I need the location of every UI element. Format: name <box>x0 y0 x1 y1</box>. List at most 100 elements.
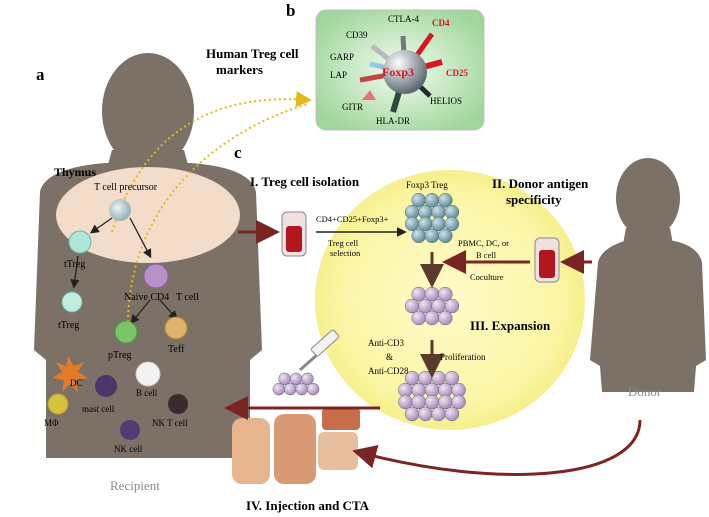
cluster-cell <box>431 370 446 386</box>
precursor-cell <box>109 199 131 221</box>
mast-cell-label: mast cell <box>82 404 115 414</box>
anti-cd28-label: Anti-CD28 <box>368 366 409 376</box>
panel-label-a: a <box>36 65 45 84</box>
macrophage-cell <box>47 393 69 415</box>
cluster-cell <box>444 216 460 232</box>
cluster-cell <box>444 406 460 422</box>
naive-cd4-label: Naive CD4 <box>124 292 169 303</box>
cluster-cell <box>438 310 453 326</box>
step-isolation: I. Treg cell isolation <box>250 174 360 189</box>
marker-lap: LAP <box>330 70 347 80</box>
expansion-cluster-small <box>404 286 460 326</box>
marker-cd39: CD39 <box>346 30 368 40</box>
cluster-cell <box>424 310 440 326</box>
thymus-label: Thymus <box>54 165 96 179</box>
cluster-cell <box>451 394 466 410</box>
injection-cluster <box>272 372 320 396</box>
teff-cell <box>164 316 188 340</box>
ampersand-label: & <box>386 352 393 362</box>
t-cell-label: T cell <box>176 292 199 303</box>
teff-label: Teff <box>168 344 185 355</box>
marker-cd25: CD25 <box>446 68 468 78</box>
cluster-cell <box>418 406 433 422</box>
ttreg-cell <box>61 291 83 313</box>
dotted-link-2 <box>127 103 309 323</box>
nk-cell <box>120 420 140 440</box>
dc-cell <box>52 356 88 392</box>
treg-cell-cluster <box>404 192 460 244</box>
panel-label-b: b <box>286 1 295 20</box>
cluster-cell <box>438 394 453 410</box>
ptreg-label: pTreg <box>108 350 132 361</box>
cluster-cell <box>431 406 446 422</box>
syringe-icon <box>299 329 340 372</box>
nk-t-cell-label: NK T cell <box>152 418 188 428</box>
cluster-cell <box>424 228 440 244</box>
cluster-cell <box>411 228 426 244</box>
marker-cd4: CD4 <box>432 18 450 28</box>
cluster-cell <box>424 394 440 410</box>
marker-hladr: HLA-DR <box>376 116 410 126</box>
donor-silhouette <box>590 158 706 392</box>
b-cell-label: B cell <box>136 388 158 398</box>
ptreg-cell <box>114 320 138 344</box>
expansion-cluster-large <box>398 370 466 422</box>
cluster-cell <box>398 394 413 410</box>
dotted-link-1 <box>111 91 312 233</box>
anti-cd3-label: Anti-CD3 <box>368 338 405 348</box>
proliferation-label: Proliferation <box>440 352 486 362</box>
cluster-cell <box>438 228 453 244</box>
cluster-cell <box>272 382 286 396</box>
ttreg-label: tTreg <box>58 320 79 331</box>
foxp3-treg-label: Foxp3 Treg <box>406 180 448 190</box>
cluster-cell <box>444 370 460 386</box>
panel-label-c: c <box>234 143 242 162</box>
donor-label: Donor <box>628 384 662 399</box>
apc-line2: B cell <box>476 250 497 260</box>
cluster-cell <box>444 298 460 314</box>
step-donor-line2: specificity <box>506 192 562 207</box>
macrophage-label: MΦ <box>44 418 59 428</box>
apc-line1: PBMC, DC, or <box>458 238 509 248</box>
marker-center-foxp3: Foxp3 <box>382 65 414 79</box>
selection-marker-label: CD4+CD25+Foxp3+ <box>316 214 389 224</box>
cluster-cell <box>418 370 433 386</box>
step-injection: IV. Injection and CTA <box>246 498 370 513</box>
arrow-donor-to-cta <box>352 419 642 476</box>
mast-cell <box>95 375 117 397</box>
cluster-cell <box>411 394 426 410</box>
selection-line1: Treg cell <box>328 238 359 248</box>
marker-gitr: GITR <box>342 102 363 112</box>
dc-label: DC <box>70 378 83 388</box>
precursor-label: T cell precursor <box>94 182 158 193</box>
cluster-cell <box>411 310 426 326</box>
tissue-icons <box>232 408 360 484</box>
blood-bag-donor <box>534 237 560 283</box>
marker-helios: HELIOS <box>430 96 462 106</box>
nk-t-cell <box>168 394 188 414</box>
cluster-cell <box>438 192 453 208</box>
naive-cd4-cell <box>143 263 169 289</box>
cluster-cell <box>404 406 420 422</box>
cluster-cell <box>306 382 320 396</box>
ttreg-thymus-label: tTreg <box>64 259 85 270</box>
marker-ctla4: CTLA-4 <box>388 14 419 24</box>
coculture-label: Coculture <box>470 272 504 282</box>
cluster-cell <box>438 286 453 302</box>
step-expansion: III. Expansion <box>470 318 551 333</box>
blood-bag-isolation <box>281 211 307 257</box>
marker-glyph <box>359 32 443 113</box>
cluster-cell <box>284 382 297 396</box>
marker-garp: GARP <box>330 52 354 62</box>
ttreg-thymus-cell <box>68 230 92 254</box>
thymus-shape <box>56 167 240 263</box>
cluster-cell <box>295 382 308 396</box>
step-donor-line1: II. Donor antigen <box>492 176 589 191</box>
cluster-cell <box>301 372 314 386</box>
markers-title-line1: Human Treg cell <box>206 46 299 61</box>
b-cell <box>135 361 161 387</box>
recipient-label: Recipient <box>110 478 160 493</box>
nk-cell-label: NK cell <box>114 444 143 454</box>
